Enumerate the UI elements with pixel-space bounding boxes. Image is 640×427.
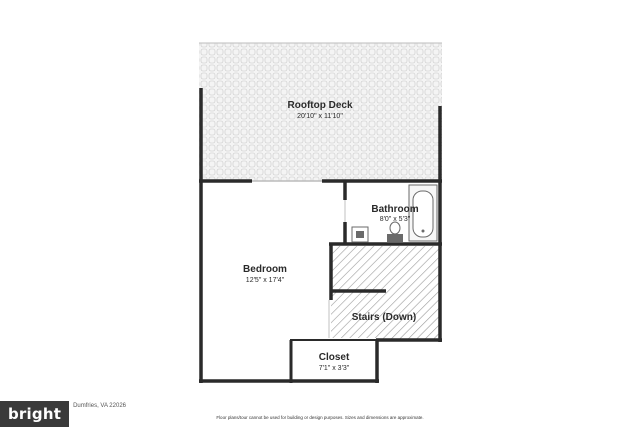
bedroom-dims: 12'5" x 17'4" — [246, 277, 285, 284]
rooftop-deck-area — [199, 43, 442, 181]
brand-watermark: bright Dumfries, VA 22026 — [0, 401, 126, 427]
rooftop-deck-dims: 20'10" x 11'10" — [297, 113, 343, 120]
stairs-label: Stairs (Down) — [352, 312, 416, 323]
closet-dims: 7'1" x 3'3" — [319, 365, 350, 372]
bathtub-inner — [412, 190, 434, 238]
stairs-area — [331, 246, 440, 340]
sink-basin — [356, 231, 364, 238]
rooftop-deck-label: Rooftop Deck — [288, 100, 353, 111]
closet-label: Closet — [319, 352, 350, 363]
toilet-bowl — [389, 221, 401, 235]
bathroom-dims: 8'0" x 5'3" — [380, 216, 411, 223]
floor-plan-disclaimer: Floor plans/tour cannot be used for buil… — [216, 415, 424, 420]
bedroom-label: Bedroom — [243, 264, 287, 275]
bathtub-drain — [421, 229, 425, 233]
bathroom-label: Bathroom — [371, 204, 418, 215]
bright-logo: bright — [0, 401, 70, 427]
listing-address: Dumfries, VA 22026 — [73, 403, 126, 409]
toilet-tank — [387, 234, 403, 242]
